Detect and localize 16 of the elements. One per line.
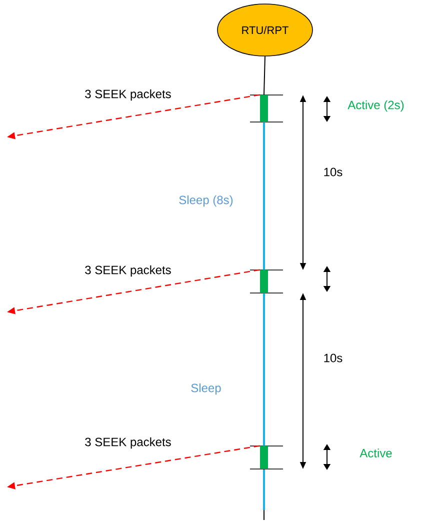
active-bar xyxy=(260,270,268,293)
edge-label: 3 SEEK packets xyxy=(85,265,171,277)
annotation-label: Sleep (8s) xyxy=(179,195,233,207)
annotation-label: Active xyxy=(360,448,392,458)
timeline-line xyxy=(263,122,265,270)
edge-label: 3 SEEK packets xyxy=(85,89,171,101)
annotation-label: Sleep xyxy=(191,383,221,395)
annotation-label: 10s xyxy=(324,168,342,176)
active-bar xyxy=(260,95,268,122)
annotation-label: Active (2s) xyxy=(348,100,404,112)
ellipse-node: RTU/RPT xyxy=(217,4,313,56)
timeline-line xyxy=(263,293,265,446)
edge-label: 3 SEEK packets xyxy=(85,437,171,449)
active-bar xyxy=(260,446,268,469)
timeline-line xyxy=(264,56,266,96)
annotation-label: 10s xyxy=(324,354,342,362)
